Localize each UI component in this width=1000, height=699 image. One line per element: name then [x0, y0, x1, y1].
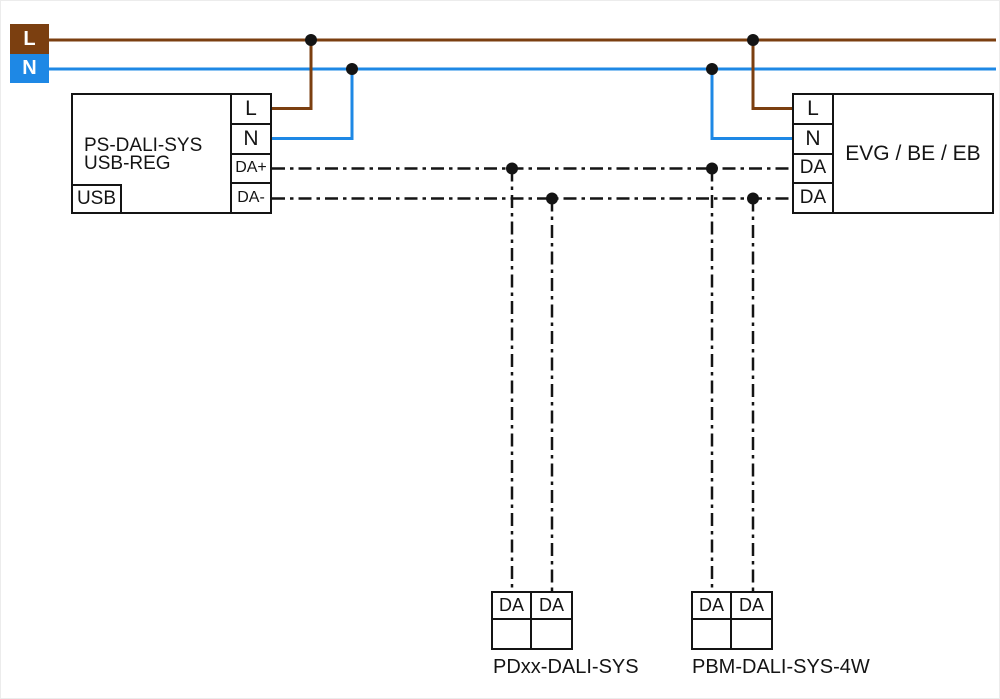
junction-dot-neutral-right — [706, 63, 718, 75]
junction-dot-neutral-left — [346, 63, 358, 75]
junction-dot-da-minus-sensor — [546, 192, 558, 205]
pushbutton-terminal-da2: DA — [732, 593, 771, 620]
neutral-conductor-label: N — [22, 57, 37, 79]
sensor-terminal-empty2 — [532, 620, 571, 648]
psu-terminal-da-minus: DA- — [232, 182, 270, 212]
ballast-terminal-da1: DA — [794, 152, 832, 183]
pushbutton-terminal-empty1 — [693, 620, 732, 648]
live-drop-ballast-wire — [751, 40, 792, 110]
psu-title-line1: PS-DALI-SYS — [84, 135, 203, 156]
live-conductor-label: L — [23, 27, 36, 50]
sensor-terminal-empty1 — [493, 620, 532, 648]
live-conductor-badge: L — [10, 24, 49, 54]
psu-usb-label: USB — [76, 188, 117, 209]
ballast-title: EVG / BE / EB — [845, 141, 981, 165]
junction-dot-live-left — [305, 34, 317, 46]
ballast-terminal-n: N — [794, 122, 832, 153]
psu-device-box: PS-DALI-SYS USB-REG USB L N DA+ DA- — [71, 93, 272, 214]
sensor-terminal-da2: DA — [532, 593, 571, 620]
pushbutton-label: PBM-DALI-SYS-4W — [692, 656, 870, 678]
neutral-drop-psu-wire — [272, 69, 354, 140]
junction-dot-live-right — [747, 34, 759, 46]
sensor-terminal-da1: DA — [493, 593, 532, 620]
neutral-conductor-badge: N — [10, 54, 49, 83]
psu-title: PS-DALI-SYS USB-REG — [84, 135, 203, 174]
neutral-drop-ballast-wire — [710, 69, 792, 140]
psu-terminal-column: L N DA+ DA- — [230, 95, 270, 212]
psu-terminal-da-plus: DA+ — [232, 152, 270, 183]
sensor-terminal-block: DA DA — [491, 591, 573, 650]
ballast-terminal-l: L — [807, 96, 819, 120]
ballast-device-box: L N DA DA EVG / BE / EB — [792, 93, 994, 214]
pushbutton-terminal-da1: DA — [693, 593, 732, 620]
ballast-terminal-da2: DA — [794, 182, 832, 212]
junction-dot-da-plus-sensor — [506, 162, 518, 175]
psu-terminal-n: N — [232, 122, 270, 153]
pushbutton-terminal-empty2 — [732, 620, 771, 648]
ballast-terminal-column: L N DA DA — [794, 95, 834, 212]
psu-terminal-l: L — [245, 96, 257, 120]
junction-dot-da-plus-pushbutton — [706, 162, 718, 175]
pushbutton-terminal-block: DA DA — [691, 591, 773, 650]
psu-usb-port: USB — [73, 184, 122, 212]
psu-title-line2: USB-REG — [84, 153, 171, 174]
junction-dot-da-minus-pushbutton — [747, 192, 759, 205]
live-drop-psu-wire — [272, 40, 313, 110]
sensor-label: PDxx-DALI-SYS — [493, 656, 639, 678]
